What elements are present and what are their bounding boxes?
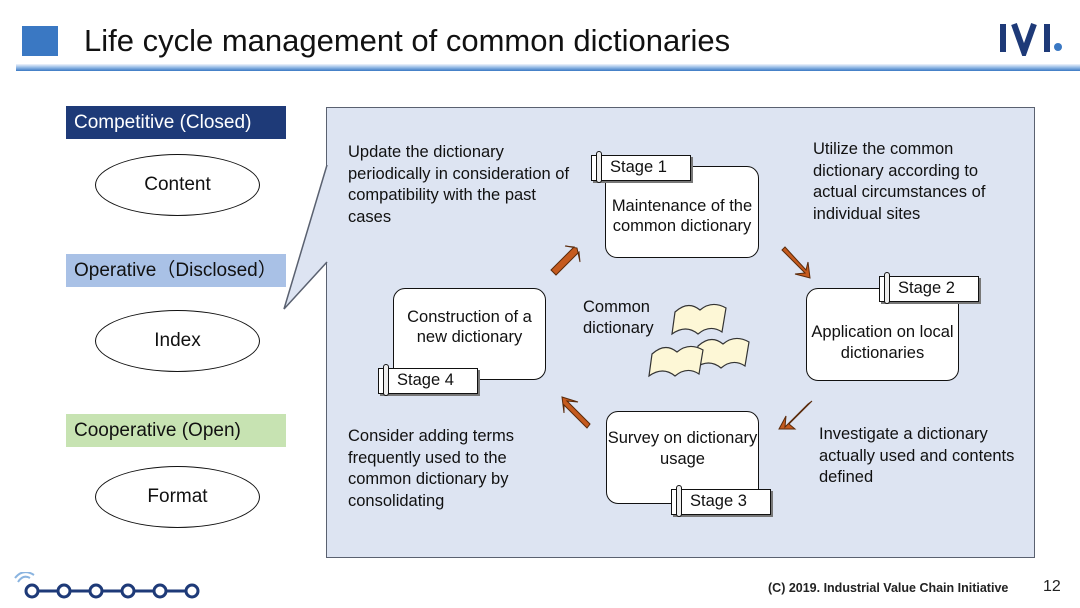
stage2-tag: Stage 2 xyxy=(879,272,979,304)
category-label-disclosed: Operative（Disclosed） xyxy=(66,254,286,287)
logo-dot xyxy=(1054,43,1062,51)
page-number: 12 xyxy=(1043,578,1061,595)
stage2-title: Application on local dictionaries xyxy=(811,323,954,362)
category-oval-content: Content xyxy=(95,154,260,216)
logo-v xyxy=(1011,22,1037,56)
stage4-box: Construction of a new dictionary xyxy=(393,288,546,380)
stage4-note: Consider adding terms frequently used to… xyxy=(348,427,514,510)
stage1-title: Maintenance of the common dictionary xyxy=(611,196,753,236)
title-accent-square xyxy=(22,26,58,56)
ivi-logo xyxy=(1000,22,1062,56)
category-oval-format: Format xyxy=(95,466,260,528)
stage1-box: Maintenance of the common dictionary xyxy=(605,166,759,258)
category-oval-index: Index xyxy=(95,310,260,372)
stage3-tag: Stage 3 xyxy=(671,485,771,517)
dictionary-page xyxy=(694,337,750,370)
logo-bar-right xyxy=(1044,24,1050,52)
callout-pointer-outline xyxy=(283,164,328,310)
dictionary-page xyxy=(648,345,704,378)
page-title: Life cycle management of common dictiona… xyxy=(84,23,731,58)
stage1-note: Update the dictionary periodically in co… xyxy=(348,143,570,226)
category-label-closed: Competitive (Closed) xyxy=(66,106,286,139)
stage4-title: Construction of a new dictionary xyxy=(407,307,532,347)
stage3-title: Survey on dictionary usage xyxy=(607,429,758,468)
stage2-box: Application on local dictionaries xyxy=(806,288,959,381)
stage3-note: Investigate a dictionary actually used a… xyxy=(819,425,1015,486)
arrow-stage2-to-3 xyxy=(778,400,813,430)
stage1-tag: Stage 1 xyxy=(591,151,691,183)
title-underline xyxy=(16,64,1080,71)
category-label-open: Cooperative (Open) xyxy=(66,414,286,447)
arrow-stage1-to-2 xyxy=(781,246,811,279)
stage4-tag: Stage 4 xyxy=(378,364,478,396)
copyright-text: (C) 2019. Industrial Value Chain Initiat… xyxy=(768,581,1009,595)
stage2-note: Utilize the common dictionary according … xyxy=(813,140,986,223)
dictionary-page xyxy=(671,303,727,336)
dictionary-pages-icon xyxy=(648,303,750,378)
arrow-stage3-to-4 xyxy=(561,396,591,429)
arrow-stage4-to-1 xyxy=(550,245,581,276)
footer-chain-icon xyxy=(14,572,200,599)
common-dictionary-label: Common dictionary xyxy=(583,298,654,337)
cycle-arrows xyxy=(550,245,813,430)
logo-bar-left xyxy=(1000,24,1006,52)
stage3-box: Survey on dictionary usage xyxy=(606,411,759,504)
